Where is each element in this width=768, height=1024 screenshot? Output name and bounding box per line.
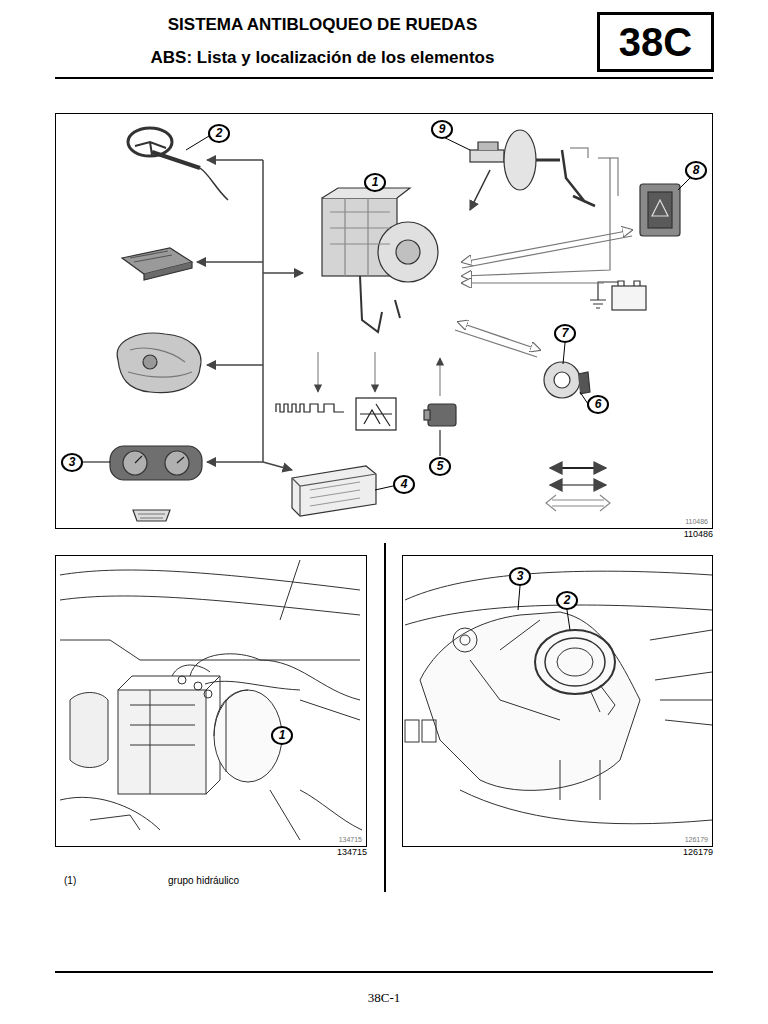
callout-text: 7: [562, 326, 569, 340]
column-divider: [384, 543, 386, 892]
callout-number: 8: [685, 161, 707, 180]
callout-number: 5: [429, 457, 451, 476]
callout-text: 1: [372, 175, 379, 189]
section-tab: 38C: [597, 12, 714, 72]
figure-panel: 12617912617932: [402, 555, 713, 847]
callout-text: 6: [595, 397, 602, 411]
callout-number: 9: [431, 120, 453, 139]
callout-text: 4: [401, 477, 408, 491]
legend-text: grupo hidráulico: [168, 875, 239, 887]
callout-number: 1: [271, 726, 293, 745]
callout-number: 1: [364, 173, 386, 192]
callout-text: 5: [437, 459, 444, 473]
callout-number: 2: [208, 124, 230, 143]
figure-panel: 110486110486291876345: [55, 113, 713, 529]
image-ref: 110486: [684, 529, 713, 540]
callout-text: 8: [693, 163, 700, 177]
engine-bay-sketch: [60, 560, 362, 840]
page-title: SISTEMA ANTIBLOQUEO DE RUEDAS: [55, 14, 590, 36]
callout-number: 3: [509, 567, 531, 586]
image-ref: 134715: [337, 847, 367, 858]
image-ref-inner: 134715: [339, 836, 362, 844]
callout-number: 7: [554, 324, 576, 343]
image-ref-inner: 110486: [685, 518, 708, 526]
footer-rule: [55, 971, 713, 973]
callout-text: 1: [279, 728, 286, 742]
page-number: 38C-1: [284, 990, 484, 1006]
callout-text: 3: [517, 569, 524, 583]
callout-text: 2: [216, 126, 223, 140]
callout-number: 4: [393, 475, 415, 494]
system-sketch: [83, 128, 690, 521]
legend-key: (1): [64, 875, 76, 887]
callout-text: 3: [69, 455, 76, 469]
image-ref: 126179: [683, 847, 713, 858]
figure-panel: 1347151347151: [55, 555, 367, 847]
section-code: 38C: [619, 20, 692, 64]
callout-number: 2: [556, 591, 578, 610]
callout-text: 2: [564, 593, 571, 607]
callout-number: 6: [587, 395, 609, 414]
image-ref-inner: 126179: [685, 836, 708, 844]
callout-number: 3: [61, 453, 83, 472]
page-subtitle: ABS: Lista y localización de los element…: [55, 47, 590, 69]
callout-text: 9: [439, 122, 446, 136]
dashboard-sketch: [405, 571, 712, 824]
header-rule: [55, 77, 713, 79]
